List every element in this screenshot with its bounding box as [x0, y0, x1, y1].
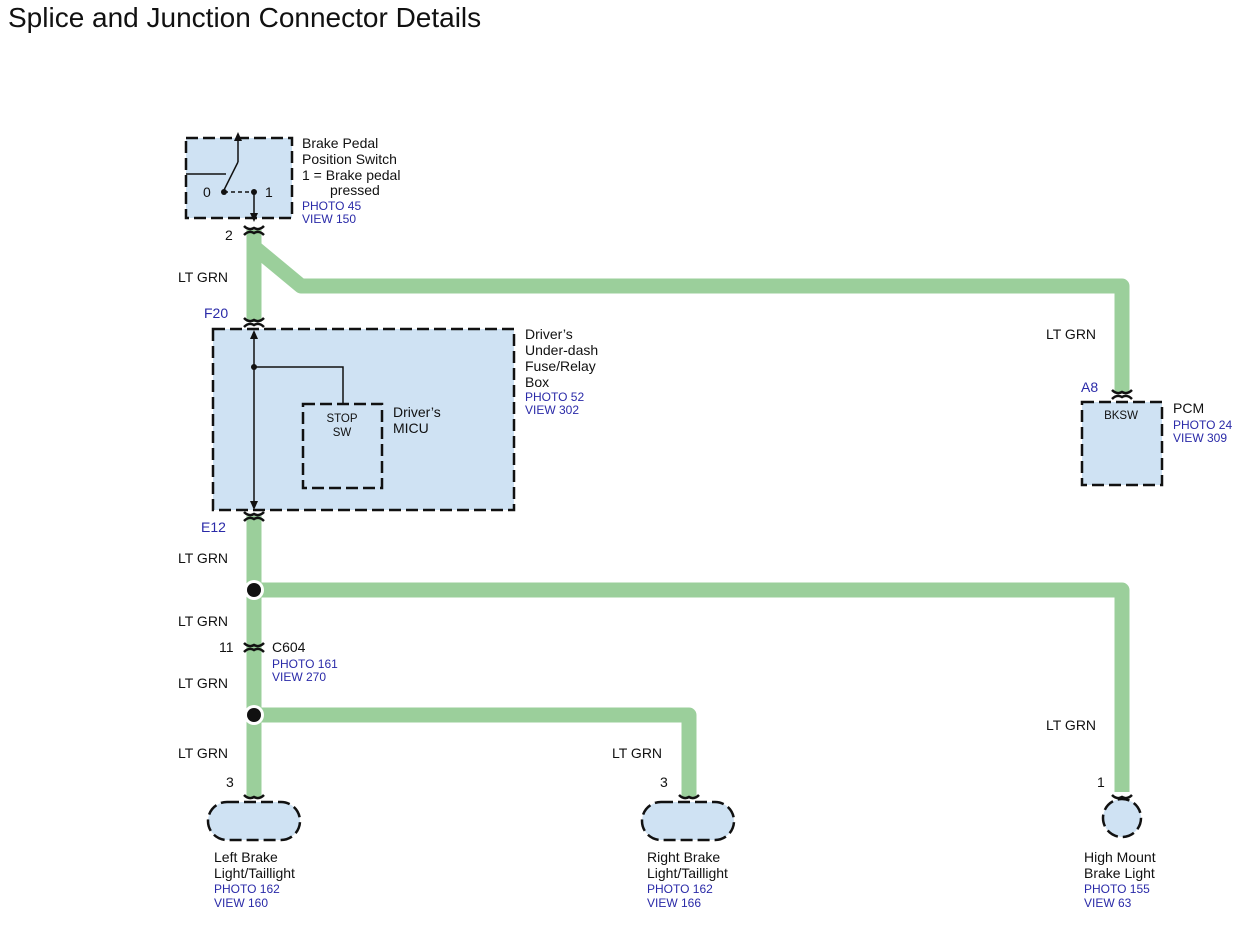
wire-label-to-right-light: LT GRN	[612, 745, 662, 761]
left-light-label-line-2: Light/Taillight	[214, 865, 295, 881]
wire-label-below-c604: LT GRN	[178, 675, 228, 691]
high-mount-brake-light: 1 High Mount Brake Light PHOTO 155 VIEW …	[1084, 774, 1156, 910]
micu-label-line-1: Driver’s	[393, 404, 441, 420]
left-brake-light: 3 Left Brake Light/Taillight PHOTO 162 V…	[206, 774, 302, 910]
high-mount-label-line-1: High Mount	[1084, 849, 1156, 865]
right-light-label-line-1: Right Brake	[647, 849, 720, 865]
splice-point-upper	[247, 583, 261, 597]
fuse-box-label-line-2: Under-dash	[525, 342, 598, 358]
fuse-box-label-line-1: Driver’s	[525, 326, 573, 342]
pcm-photo-ref: PHOTO 24	[1173, 418, 1232, 432]
stop-switch-label-line-1: STOP	[326, 413, 357, 425]
right-light-label-line-2: Light/Taillight	[647, 865, 728, 881]
high-mount-view-ref: VIEW 63	[1084, 896, 1132, 910]
fuse-box-photo-ref: PHOTO 52	[525, 390, 584, 404]
right-light-pin: 3	[660, 774, 668, 790]
page-title: Splice and Junction Connector Details	[8, 2, 482, 33]
wire-label-above-c604: LT GRN	[178, 613, 228, 629]
fuse-box-top-connector: F20	[204, 305, 228, 321]
brake-switch-label-line-4: pressed	[330, 182, 380, 198]
fuse-box-bottom-connector: E12	[201, 519, 226, 535]
splice-point-lower	[247, 708, 261, 722]
pcm-view-ref: VIEW 309	[1173, 431, 1227, 445]
pcm-name: PCM	[1173, 400, 1204, 416]
brake-switch-pin: 2	[225, 227, 233, 243]
stop-switch-label-line-2: SW	[333, 427, 352, 439]
brake-switch-label-line-2: Position Switch	[302, 151, 397, 167]
left-light-view-ref: VIEW 160	[214, 896, 268, 910]
c604-pin: 11	[219, 639, 234, 655]
wire-label-to-high-mount: LT GRN	[1046, 717, 1096, 733]
driver-micu: STOP SW Driver’s MICU	[301, 402, 441, 490]
brake-switch-photo-ref: PHOTO 45	[302, 199, 361, 213]
splices	[244, 580, 264, 725]
right-light-photo-ref: PHOTO 162	[647, 882, 713, 896]
wire-to-high-mount	[254, 582, 1130, 792]
wire-label-to-pcm: LT GRN	[1046, 326, 1096, 342]
left-light-photo-ref: PHOTO 162	[214, 882, 280, 896]
left-light-pin: 3	[226, 774, 234, 790]
c604-name: C604	[272, 639, 306, 655]
high-mount-photo-ref: PHOTO 155	[1084, 882, 1150, 896]
fuse-box-label-line-3: Fuse/Relay	[525, 358, 596, 374]
wires	[246, 230, 1130, 797]
pcm-terminal: BKSW	[1104, 410, 1138, 422]
wire-label-switch-to-fuse: LT GRN	[178, 269, 228, 285]
wire-label-to-left-light: LT GRN	[178, 745, 228, 761]
high-mount-pin: 1	[1097, 774, 1105, 790]
brake-pedal-position-switch: 0 1 Brake Pedal Position Switch 1 = Brak…	[184, 132, 400, 243]
micu-label-line-2: MICU	[393, 420, 429, 436]
wire-to-right-light	[254, 707, 697, 797]
high-mount-label-line-2: Brake Light	[1084, 865, 1155, 881]
right-brake-light: 3 Right Brake Light/Taillight PHOTO 162 …	[640, 774, 736, 910]
fuse-box-view-ref: VIEW 302	[525, 403, 579, 417]
brake-switch-label-line-3: 1 = Brake pedal	[302, 167, 400, 183]
wire-labels: LT GRN LT GRN LT GRN LT GRN LT GRN LT GR…	[178, 269, 1096, 761]
switch-position-0: 0	[203, 184, 211, 200]
c604-connector: 11 C604 PHOTO 161 VIEW 270	[219, 639, 338, 684]
pcm-connector: A8	[1081, 379, 1098, 395]
left-light-label-line-1: Left Brake	[214, 849, 278, 865]
brake-switch-view-ref: VIEW 150	[302, 212, 356, 226]
switch-position-1: 1	[265, 184, 273, 200]
pcm: A8 BKSW PCM PHOTO 24 VIEW 309	[1080, 379, 1232, 487]
brake-switch-label-line-1: Brake Pedal	[302, 135, 378, 151]
c604-view-ref: VIEW 270	[272, 670, 326, 684]
wire-label-below-fuse: LT GRN	[178, 550, 228, 566]
fuse-box-label-line-4: Box	[525, 374, 549, 390]
c604-photo-ref: PHOTO 161	[272, 657, 338, 671]
right-light-view-ref: VIEW 166	[647, 896, 701, 910]
